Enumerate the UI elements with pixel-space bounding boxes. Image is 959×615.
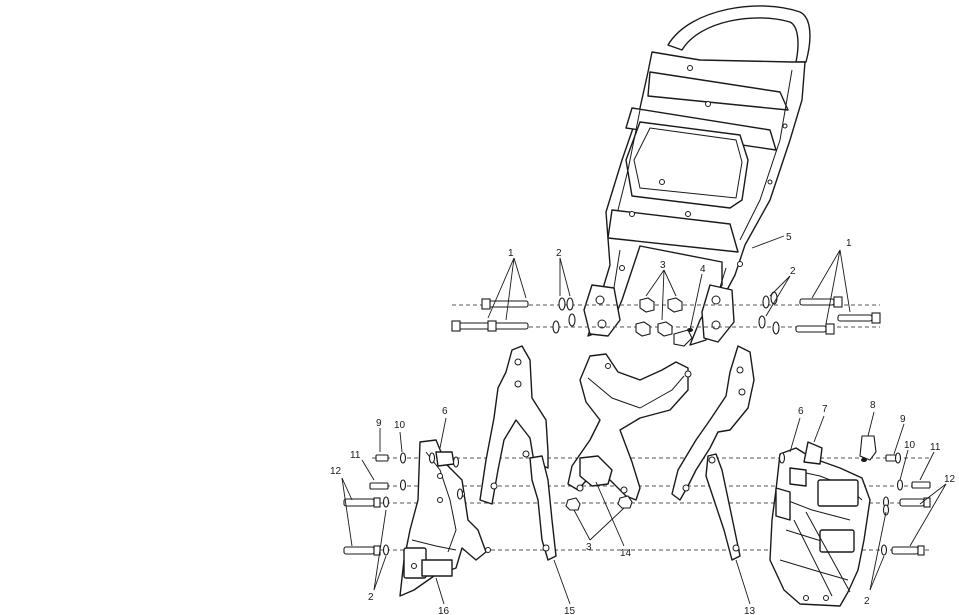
callout-14: 14 (620, 548, 632, 559)
callout-10: 10 (904, 440, 916, 451)
nut-upper (635, 297, 683, 337)
callout-9: 9 (376, 418, 382, 429)
callout-1: 1 (508, 248, 514, 259)
center-plate (567, 353, 692, 501)
bracket-right (671, 345, 755, 561)
callout-6: 6 (798, 406, 804, 417)
callout-3: 3 (586, 542, 592, 553)
callout-2: 2 (368, 592, 374, 603)
bracket-left (479, 345, 557, 561)
callout-15: 15 (564, 606, 576, 615)
washer-left (552, 297, 576, 334)
callout-6: 6 (442, 406, 448, 417)
rubber-bumper (859, 435, 877, 462)
callout-2: 2 (556, 248, 562, 259)
nut-lower (565, 495, 633, 511)
latch-assembly-left (399, 439, 491, 597)
callout-4: 4 (700, 264, 706, 275)
callout-9: 9 (900, 414, 906, 425)
callout-2: 2 (790, 266, 796, 277)
callout-11: 11 (350, 450, 361, 461)
callout-1: 1 (846, 238, 852, 249)
callout-13: 13 (744, 606, 756, 615)
washer-right (758, 291, 780, 335)
callout-7: 7 (822, 404, 828, 415)
callout-12: 12 (944, 474, 956, 485)
fasteners-left (343, 452, 464, 556)
leader-lines (341, 235, 947, 605)
callout-8: 8 (870, 400, 876, 411)
callout-5: 5 (786, 232, 792, 243)
callout-2: 2 (864, 596, 870, 607)
fasteners-right (778, 452, 931, 556)
callout-11: 11 (930, 442, 941, 453)
callout-16: 16 (438, 606, 450, 615)
callout-labels: 1 2 3 4 5 2 1 6 9 10 11 12 2 16 15 3 14 … (330, 232, 956, 615)
callout-12: 12 (330, 466, 342, 477)
callout-3: 3 (660, 260, 666, 271)
seat-frame (583, 5, 811, 346)
bolt-left-upper (481, 298, 529, 310)
bolt-left-lower (451, 320, 529, 332)
callout-10: 10 (394, 420, 406, 431)
latch-assembly-right (769, 441, 871, 607)
bolt-right (795, 296, 881, 335)
